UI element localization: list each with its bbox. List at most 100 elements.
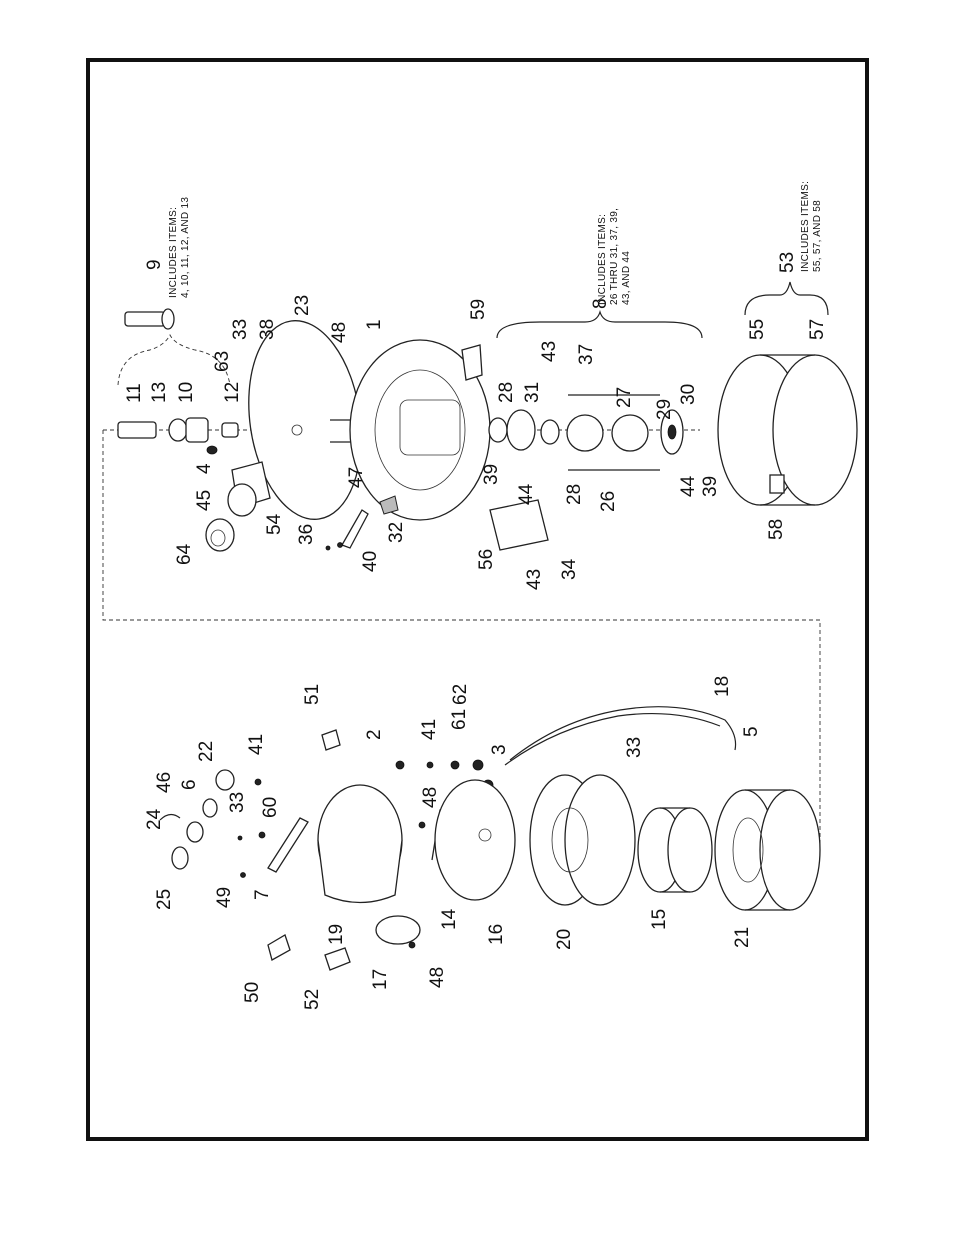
callout-41-b: 41: [419, 719, 440, 740]
callout-10: 10: [176, 382, 197, 403]
part-48-upper: [418, 821, 426, 829]
callout-44-b: 44: [678, 475, 699, 497]
part-40: [337, 542, 343, 548]
tank-inner-ring: [374, 369, 466, 491]
part-60: [258, 831, 266, 839]
callout-54: 54: [264, 513, 285, 535]
brace-item-8: [496, 309, 703, 339]
part-51-label: [321, 729, 341, 751]
callout-16: 16: [486, 924, 507, 945]
part-2: [395, 760, 405, 770]
notes: INCLUDES ITEMS: 4, 10, 11, 12, AND 13 IN…: [168, 181, 823, 305]
callout-23: 23: [292, 295, 313, 316]
callout-14: 14: [439, 908, 460, 930]
callout-9: 9: [144, 259, 165, 270]
callout-38: 38: [257, 319, 278, 340]
callout-57: 57: [807, 319, 828, 340]
callout-32: 32: [386, 522, 407, 543]
callout-43-top: 43: [539, 341, 560, 362]
part-20-housing-back: [564, 774, 636, 906]
part-16-hole: [478, 828, 492, 842]
callout-25: 25: [154, 889, 175, 910]
note-item53-line1: INCLUDES ITEMS:: [800, 181, 811, 272]
callout-45: 45: [194, 490, 215, 511]
callout-64: 64: [174, 543, 195, 565]
part-15-screen-back: [667, 807, 713, 893]
callout-44-a: 44: [516, 483, 537, 505]
part-21-filter-back: [759, 789, 821, 911]
part-11-tube: [117, 421, 157, 439]
callout-48-lower: 48: [427, 967, 448, 988]
callout-4: 4: [194, 463, 215, 474]
part-13-ring: [168, 418, 188, 442]
callout-48-top: 48: [329, 322, 350, 343]
lid-hole: [291, 424, 303, 436]
brace-item-53: [744, 281, 829, 316]
lower-assembly: [159, 706, 821, 971]
callout-52: 52: [302, 989, 323, 1010]
callout-17: 17: [370, 969, 391, 990]
callout-59: 59: [468, 299, 489, 320]
callout-53: 53: [777, 252, 798, 273]
part-64-inner: [210, 529, 226, 547]
callout-22: 22: [196, 741, 217, 762]
callout-6: 6: [179, 779, 200, 790]
note-item53-line2: 55, 57, AND 58: [812, 200, 823, 272]
callout-33-top: 33: [230, 319, 251, 340]
filter-inner: [732, 817, 764, 883]
callout-7: 7: [252, 889, 273, 900]
upper-assembly: [102, 281, 858, 846]
part-62: [472, 759, 484, 771]
callout-29: 29: [654, 399, 675, 420]
callout-56: 56: [476, 549, 497, 570]
part-28-ring-a: [488, 417, 508, 443]
part-56-plate: [489, 499, 549, 551]
callout-21: 21: [732, 927, 753, 948]
part-41a: [254, 778, 262, 786]
callout-3: 3: [489, 744, 510, 755]
part-46-clip: [159, 813, 181, 821]
part-20-inner: [551, 807, 589, 873]
callout-11: 11: [124, 383, 145, 403]
diagram-frame: [86, 58, 869, 1141]
callout-62: 62: [450, 684, 471, 705]
part-25: [171, 846, 189, 870]
part-59: [461, 344, 483, 381]
part-52-label: [324, 947, 351, 971]
part-6: [202, 798, 218, 818]
callout-43-bottom: 43: [524, 569, 545, 590]
callout-33-right: 33: [624, 737, 645, 758]
callout-49: 49: [214, 887, 235, 908]
part-12-nut: [221, 422, 239, 438]
part-61: [450, 760, 460, 770]
callout-19: 19: [326, 924, 347, 945]
part-10-coupling: [185, 417, 209, 443]
note-item8-line1: INCLUDES ITEMS:: [597, 214, 608, 305]
callout-24: 24: [144, 808, 165, 830]
callout-30: 30: [678, 384, 699, 405]
part-18-hose-edge: [504, 712, 721, 766]
part-9-assembly: [124, 311, 166, 327]
part-24: [186, 821, 204, 843]
part-49: [240, 872, 246, 878]
note-item8-line2: 26 THRU 31, 37, 39,: [609, 208, 620, 305]
callout-12: 12: [222, 382, 243, 403]
callout-55: 55: [747, 319, 768, 340]
callout-46: 46: [154, 772, 175, 793]
part-9-end: [161, 308, 175, 330]
part-19-cover-body: [317, 839, 403, 904]
callout-labels: 11 13 10 12 9 63 33 38 23 48 1 59 8 53 4…: [124, 252, 828, 1010]
part-4: [206, 445, 218, 455]
callout-34: 34: [559, 558, 580, 580]
part-48-lower: [408, 941, 416, 949]
part-50-label: [267, 934, 291, 961]
callout-41-a: 41: [246, 734, 267, 755]
callout-27: 27: [614, 387, 635, 408]
callout-63: 63: [212, 351, 233, 372]
note-item9-line1: INCLUDES ITEMS:: [168, 207, 179, 298]
part-22: [215, 769, 235, 791]
callout-5: 5: [741, 726, 762, 737]
note-item8-line3: 43, AND 44: [621, 251, 632, 305]
part-57-drum-ring: [772, 354, 858, 506]
